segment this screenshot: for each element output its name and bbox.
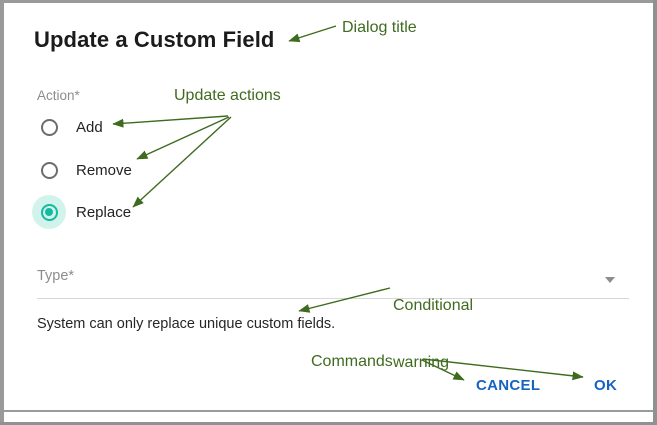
annotation-update-actions: Update actions bbox=[174, 87, 281, 104]
update-custom-field-dialog: Update a Custom Field Action* Add Remove bbox=[4, 3, 653, 410]
window-border-right bbox=[653, 0, 657, 425]
dialog-bottom-divider bbox=[4, 410, 653, 412]
radio-option-remove[interactable]: Remove bbox=[32, 153, 132, 187]
radio-icon-selected bbox=[40, 203, 58, 221]
window-border-bottom bbox=[0, 422, 657, 425]
page-title: Update a Custom Field bbox=[34, 27, 275, 52]
radio-label-remove: Remove bbox=[76, 161, 132, 179]
chevron-down-icon[interactable] bbox=[605, 277, 615, 283]
radio-option-replace[interactable]: Replace bbox=[32, 195, 131, 229]
window-border-left bbox=[0, 0, 4, 425]
radio-halo bbox=[32, 153, 66, 187]
radio-halo bbox=[32, 110, 66, 144]
type-select-placeholder: Type* bbox=[37, 268, 75, 284]
annotation-conditional-warning-line1: Conditional bbox=[393, 297, 474, 314]
annotation-conditional-warning: Conditional warning bbox=[393, 258, 473, 410]
radio-dot-icon bbox=[45, 208, 53, 216]
action-field-label: Action* bbox=[37, 88, 80, 103]
radio-dot-icon bbox=[45, 166, 53, 174]
ok-button[interactable]: OK bbox=[594, 377, 618, 394]
radio-halo-selected bbox=[32, 195, 66, 229]
annotation-conditional-warning-line2: warning bbox=[393, 354, 450, 371]
conditional-warning-text: System can only replace unique custom fi… bbox=[37, 316, 336, 332]
annotation-commands: Commands bbox=[311, 353, 393, 370]
radio-icon bbox=[40, 161, 58, 179]
radio-label-replace: Replace bbox=[76, 203, 132, 221]
radio-icon bbox=[40, 118, 58, 136]
window-border-top bbox=[0, 0, 657, 3]
annotation-dialog-title: Dialog title bbox=[342, 19, 417, 36]
type-select-underline bbox=[37, 298, 629, 299]
radio-option-add[interactable]: Add bbox=[32, 110, 103, 144]
cancel-button[interactable]: CANCEL bbox=[476, 377, 541, 394]
type-select[interactable]: Type* bbox=[37, 265, 629, 299]
radio-dot-icon bbox=[45, 123, 53, 131]
radio-label-add: Add bbox=[76, 118, 103, 136]
